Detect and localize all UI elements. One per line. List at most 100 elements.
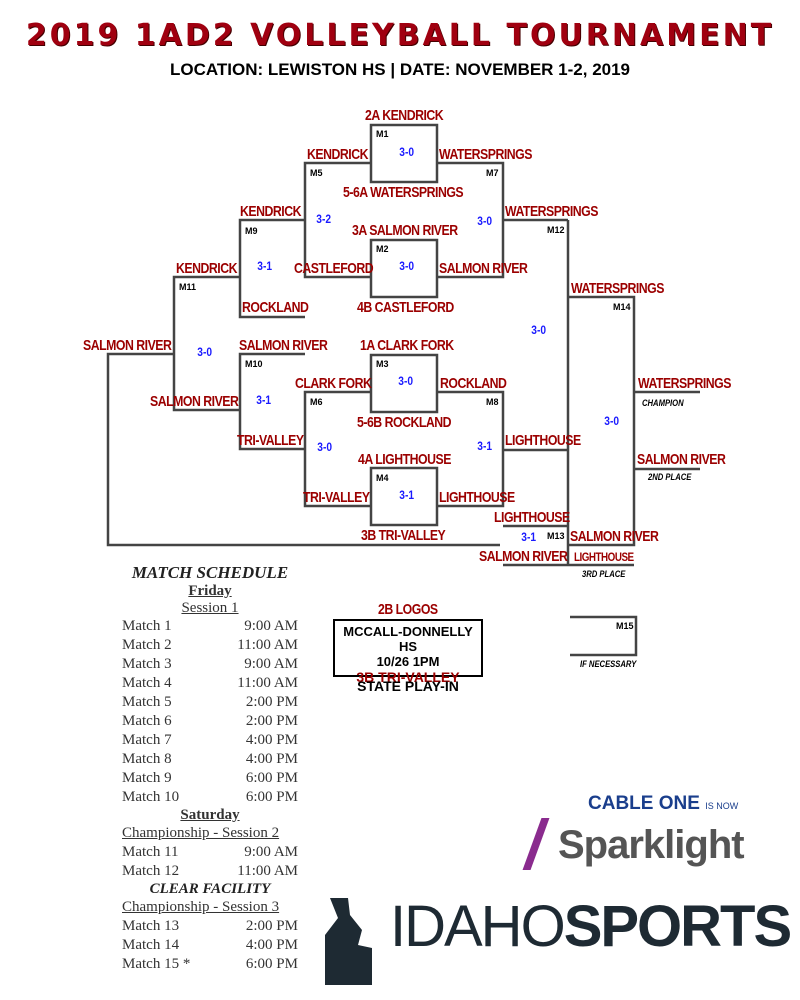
- play-in-date: 10/26 1PM: [376, 654, 440, 669]
- schedule-match: Match 8: [122, 751, 172, 767]
- match-score: 3-2: [316, 212, 332, 226]
- seed-label: 3A SALMON RIVER: [352, 222, 458, 239]
- team-label: LIGHTHOUSE: [505, 432, 581, 449]
- play-in-label: STATE PLAY-IN: [357, 678, 459, 694]
- schedule-match: Match 1: [122, 618, 172, 634]
- schedule-match: Match 5: [122, 694, 172, 710]
- idaho-sports-logo: IDAHOSPORTS: [390, 893, 792, 960]
- schedule-row: Match 2 11:00 AM: [110, 636, 310, 655]
- match-id: M12: [547, 225, 565, 235]
- schedule-row: Match 6 2:00 PM: [110, 712, 310, 731]
- match-score: 3-0: [398, 374, 414, 388]
- page-title: 2019 1AD2 VOLLEYBALL TOURNAMENT: [25, 18, 775, 53]
- play-in-venue: MCCALL-DONNELLY HS: [343, 624, 473, 654]
- play-in-opponent: 2B LOGOS: [378, 601, 438, 618]
- schedule-time: 4:00 PM: [245, 751, 298, 767]
- schedule-time: 4:00 PM: [245, 732, 298, 748]
- team-label: KENDRICK: [240, 203, 301, 220]
- schedule-match: Match 11: [122, 844, 179, 860]
- idaho-text: IDAHO: [390, 894, 566, 959]
- match-score: 3-1: [256, 393, 272, 407]
- schedule-match: Match 3: [122, 656, 172, 672]
- schedule-match: Match 12: [122, 863, 180, 879]
- champion-caption: CHAMPION: [642, 398, 684, 408]
- seed-label: 5-6A WATERSPRINGS: [343, 184, 464, 201]
- schedule-match: Match 9: [122, 770, 172, 786]
- schedule-time: 6:00 PM: [245, 789, 298, 805]
- team-label: SALMON RIVER: [439, 260, 528, 277]
- match-score: 3-0: [477, 214, 493, 228]
- sports-text: SPORTS: [563, 894, 792, 959]
- seed-label: 2A KENDRICK: [365, 107, 444, 124]
- match-id: M3: [376, 359, 389, 369]
- cable-one-logo: CABLE ONE IS NOW: [588, 793, 738, 815]
- match-score: 3-0: [531, 323, 547, 337]
- match-id: M9: [245, 226, 258, 236]
- sparklight-logo: Sparklight: [558, 823, 745, 867]
- third-place-team: LIGHTHOUSE: [574, 550, 634, 564]
- seed-label: 5-6B ROCKLAND: [357, 414, 452, 431]
- team-label: LIGHTHOUSE: [494, 509, 570, 526]
- match-id: M11: [179, 282, 197, 292]
- schedule-row: Match 8 4:00 PM: [110, 750, 310, 769]
- cable-one-text: CABLE ONE: [588, 793, 700, 814]
- schedule-time: 9:00 AM: [244, 844, 298, 860]
- team-label: WATERSPRINGS: [505, 203, 598, 220]
- team-label: TRI-VALLEY: [303, 489, 370, 506]
- second-place-team: SALMON RIVER: [637, 451, 726, 468]
- schedule-time: 4:00 PM: [245, 937, 298, 953]
- schedule-time: 11:00 AM: [237, 863, 298, 879]
- team-label: SALMON RIVER: [83, 337, 172, 354]
- page-subtitle: LOCATION: LEWISTON HS | DATE: NOVEMBER 1…: [169, 60, 631, 79]
- schedule-row: Match 11 9:00 AM: [110, 843, 310, 862]
- is-now-text: IS NOW: [705, 801, 739, 811]
- match-id: M5: [310, 168, 323, 178]
- schedule-match: Match 10: [122, 789, 180, 805]
- second-place-caption: 2ND PLACE: [648, 472, 692, 482]
- team-label: SALMON RIVER: [150, 393, 239, 410]
- schedule-match: Match 15 *: [122, 956, 191, 972]
- schedule-match: Match 6: [122, 713, 172, 729]
- seed-label: 4B CASTLEFORD: [357, 299, 454, 316]
- match-id: M1: [376, 129, 389, 139]
- match-score: 3-0: [399, 145, 415, 159]
- match-score: 3-0: [197, 345, 213, 359]
- team-label: CLARK FORK: [295, 375, 372, 392]
- schedule-row: Match 3 9:00 AM: [110, 655, 310, 674]
- match-score: 3-0: [399, 259, 415, 273]
- match-id: M6: [310, 397, 323, 407]
- schedule-match: Match 2: [122, 637, 172, 653]
- team-label: WATERSPRINGS: [439, 146, 532, 163]
- match-id: M14: [613, 302, 631, 312]
- match-score: 3-1: [521, 530, 537, 544]
- schedule-time: 9:00 AM: [244, 618, 298, 634]
- saturday-heading: Saturday: [180, 807, 240, 823]
- team-label: ROCKLAND: [242, 299, 309, 316]
- session-3-heading: Championship - Session 3: [122, 899, 280, 915]
- schedule-time: 11:00 AM: [237, 637, 298, 653]
- match-id: M13: [547, 531, 565, 541]
- schedule-title: MATCH SCHEDULE: [131, 563, 289, 582]
- match-id: M7: [486, 168, 499, 178]
- friday-heading: Friday: [188, 583, 232, 599]
- team-label: LIGHTHOUSE: [439, 489, 515, 506]
- schedule-time: 9:00 AM: [244, 656, 298, 672]
- session-2-heading: Championship - Session 2: [122, 825, 280, 841]
- team-label: WATERSPRINGS: [571, 280, 664, 297]
- match-score: 3-0: [604, 414, 620, 428]
- schedule-time: 2:00 PM: [245, 713, 298, 729]
- play-in-winner: 3B TRI-VALLEY: [356, 669, 460, 685]
- match-score: 3-1: [399, 488, 415, 502]
- seed-label: 4A LIGHTHOUSE: [358, 451, 451, 468]
- team-label: KENDRICK: [307, 146, 368, 163]
- match-score: 3-1: [257, 259, 273, 273]
